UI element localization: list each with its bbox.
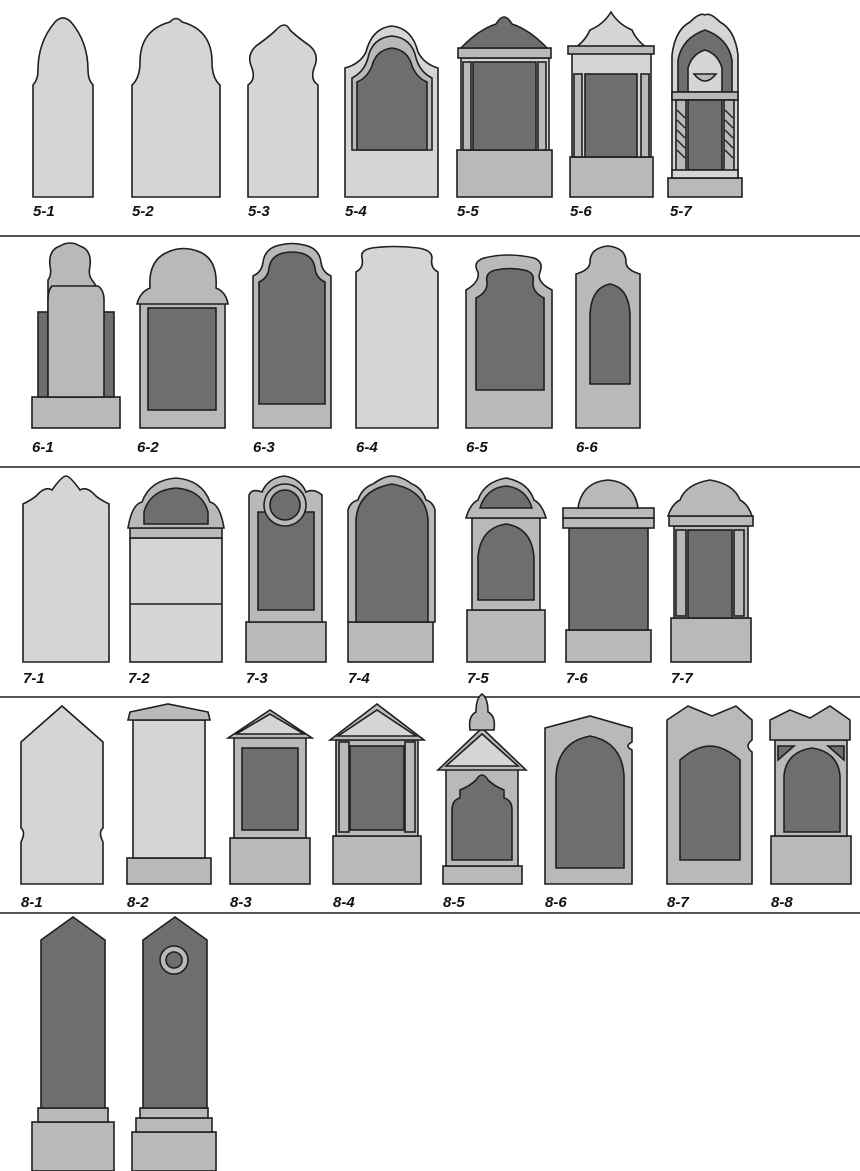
headstone-5-3 [248,25,318,197]
headstone-8-8 [770,706,851,884]
headstone-label: 7-1 [23,670,45,687]
headstone-label: 5-5 [457,203,479,220]
headstone-8-1 [21,706,103,884]
headstone-label: 5-3 [248,203,270,220]
headstone-label: 5-2 [132,203,154,220]
headstone-label: 8-8 [771,894,793,911]
headstone-label: 6-3 [253,439,275,456]
headstone-label: 8-5 [443,894,465,911]
headstone-label: 7-3 [246,670,268,687]
headstone-5-2 [132,19,220,198]
headstone-8-7 [667,706,752,884]
headstone-5-7 [668,14,742,197]
headstone-7-4 [348,476,435,662]
headstone-label: 8-2 [127,894,149,911]
headstone-label: 6-4 [356,439,378,456]
headstone-label: 7-6 [566,670,588,687]
headstone-8-3 [228,710,312,884]
headstone-label: 8-3 [230,894,252,911]
headstone-label: 6-5 [466,439,488,456]
headstone-label: 7-4 [348,670,370,687]
headstone-label: 6-6 [576,439,598,456]
obelisk-2 [132,917,216,1171]
headstone-6-1 [32,243,120,428]
headstone-5-1 [33,18,93,197]
headstone-label: 5-1 [33,203,55,220]
headstone-6-5 [466,255,552,428]
headstone-6-3 [253,244,331,429]
headstone-label: 6-1 [32,439,54,456]
headstone-7-6 [563,480,654,662]
headstone-6-2 [137,249,228,429]
headstone-label: 8-4 [333,894,355,911]
headstone-7-2 [128,478,224,662]
headstone-5-4 [345,26,438,197]
headstone-7-5 [466,478,546,662]
headstone-8-6 [545,716,632,884]
headstone-8-2 [127,704,211,884]
headstone-label: 7-5 [467,670,489,687]
headstone-label: 8-6 [545,894,567,911]
headstone-label: 8-7 [667,894,689,911]
headstone-label: 6-2 [137,439,159,456]
headstone-label: 7-7 [671,670,693,687]
headstone-label: 8-1 [21,894,43,911]
headstone-5-5 [457,17,552,197]
headstone-5-6 [568,12,654,197]
headstone-label: 5-6 [570,203,592,220]
headstone-label: 7-2 [128,670,150,687]
headstone-6-4 [356,247,438,429]
headstone-7-3 [246,476,326,662]
headstone-8-5 [438,694,526,884]
headstone-8-4 [330,704,424,884]
obelisk-1 [32,917,114,1171]
headstone-7-1 [23,476,109,662]
headstone-label: 5-7 [670,203,692,220]
headstone-label: 5-4 [345,203,367,220]
headstone-7-7 [668,480,753,662]
headstone-6-6 [576,246,640,428]
